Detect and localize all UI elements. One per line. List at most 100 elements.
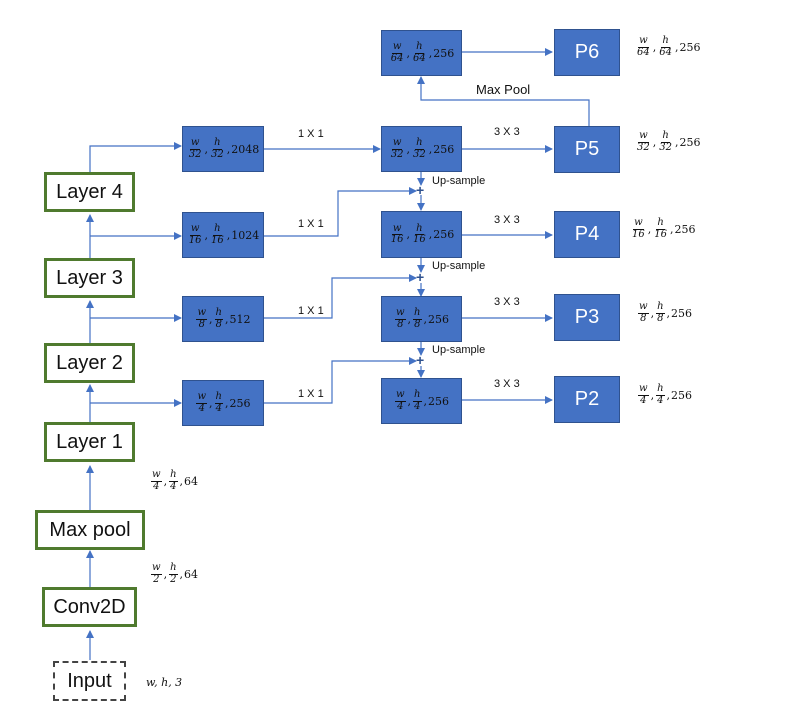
dim-num: w bbox=[151, 562, 162, 575]
dim-channels: 512 bbox=[229, 312, 251, 326]
dim-den: 4 bbox=[414, 400, 421, 412]
merge-plus-icon: + bbox=[416, 352, 425, 368]
dim-num: w bbox=[394, 389, 406, 402]
dim-num: h bbox=[415, 222, 424, 235]
output-p3: P3 bbox=[554, 294, 620, 341]
dim-num: h bbox=[656, 383, 665, 396]
dim-num: w bbox=[189, 137, 201, 150]
dim-den: 4 bbox=[397, 400, 404, 412]
output-p5: P5 bbox=[554, 126, 620, 173]
dim-den: 2 bbox=[153, 573, 160, 585]
dim-num: h bbox=[661, 35, 670, 48]
dim-num: w bbox=[391, 222, 403, 235]
conv3x3-label-p4: 3 X 3 bbox=[494, 214, 520, 226]
dim-num: h bbox=[213, 223, 222, 236]
dim-channels: 256 bbox=[671, 388, 693, 402]
dim-den: 4 bbox=[153, 480, 160, 492]
dim-channels: 256 bbox=[433, 228, 455, 241]
dim-den: 8 bbox=[657, 312, 664, 324]
dim-channels: 256 bbox=[433, 46, 455, 60]
dim-channels: 256 bbox=[679, 135, 701, 149]
dim-channels: 256 bbox=[674, 222, 696, 236]
dim-channels: 256 bbox=[229, 396, 251, 410]
dim-num: h bbox=[213, 137, 222, 150]
dim-channels: 256 bbox=[671, 306, 693, 320]
dim-num: h bbox=[415, 137, 424, 150]
dim-den: 32 bbox=[413, 148, 426, 160]
dim-den: 32 bbox=[211, 148, 224, 160]
dim-den: 8 bbox=[640, 312, 647, 324]
dim-num: w bbox=[151, 469, 162, 482]
dim-den: 64 bbox=[413, 52, 426, 64]
dim-num: w bbox=[633, 217, 644, 230]
dim-num: h bbox=[661, 130, 670, 143]
dim-den: 8 bbox=[215, 318, 222, 330]
dim-num: h bbox=[656, 301, 665, 314]
conv3x3-label-p5: 3 X 3 bbox=[494, 126, 520, 138]
dim-num: h bbox=[169, 469, 178, 482]
output-p6: P6 bbox=[554, 29, 620, 76]
layer3-node: Layer 3 bbox=[44, 258, 135, 298]
dim-num: w bbox=[391, 137, 403, 150]
upsample-label-3: Up-sample bbox=[432, 344, 486, 356]
dim-den: 2 bbox=[170, 573, 177, 585]
conv1x1-label-c3: 1 X 1 bbox=[298, 305, 324, 317]
output-p4: P4 bbox=[554, 211, 620, 258]
dim-num: h bbox=[413, 389, 422, 402]
dim-den: 32 bbox=[188, 148, 202, 160]
dim-den: 32 bbox=[390, 148, 404, 160]
dim-channels: 64 bbox=[184, 474, 199, 488]
dim-channels: 256 bbox=[428, 312, 449, 326]
conv3x3-label-p3: 3 X 3 bbox=[494, 296, 520, 308]
dim-den: 32 bbox=[637, 141, 650, 153]
dim-den: 16 bbox=[654, 228, 667, 240]
dim-num: w bbox=[394, 307, 406, 320]
maxpool-edge-label: Max Pool bbox=[476, 82, 531, 97]
conv2d-node: Conv2D bbox=[42, 587, 137, 627]
dim-den: 4 bbox=[170, 480, 177, 492]
dim-channels: 64 bbox=[184, 567, 199, 581]
dim-num: h bbox=[169, 562, 178, 575]
dim-channels: 1024 bbox=[231, 228, 260, 242]
layer1-node: Layer 1 bbox=[44, 422, 135, 462]
dim-den: 16 bbox=[188, 234, 202, 246]
output-p2: P2 bbox=[554, 376, 620, 423]
maxpool-node: Max pool bbox=[35, 510, 145, 550]
merge-plus-icon: + bbox=[416, 182, 425, 198]
dim-den: 8 bbox=[198, 318, 205, 330]
dim-num: h bbox=[656, 217, 665, 230]
input-dim-label: w, h, 3 bbox=[146, 676, 182, 689]
dim-den: 16 bbox=[632, 228, 645, 240]
dim-num: h bbox=[413, 307, 422, 320]
dim-num: w bbox=[638, 301, 649, 314]
input-node: Input bbox=[53, 661, 126, 701]
merge-plus-icon: + bbox=[416, 269, 425, 285]
dim-den: 8 bbox=[414, 318, 421, 330]
dim-num: w bbox=[196, 307, 208, 320]
dim-den: 4 bbox=[215, 402, 222, 414]
layer2-node: Layer 2 bbox=[44, 343, 135, 383]
dim-num: w bbox=[196, 391, 208, 404]
dim-num: w bbox=[189, 223, 201, 236]
layer4-node: Layer 4 bbox=[44, 172, 135, 212]
upsample-label-1: Up-sample bbox=[432, 175, 486, 187]
dim-num: h bbox=[214, 391, 223, 404]
dim-channels: 256 bbox=[428, 394, 449, 408]
input-dim-text: w, h, 3 bbox=[146, 676, 183, 689]
dim-num: w bbox=[638, 35, 649, 48]
